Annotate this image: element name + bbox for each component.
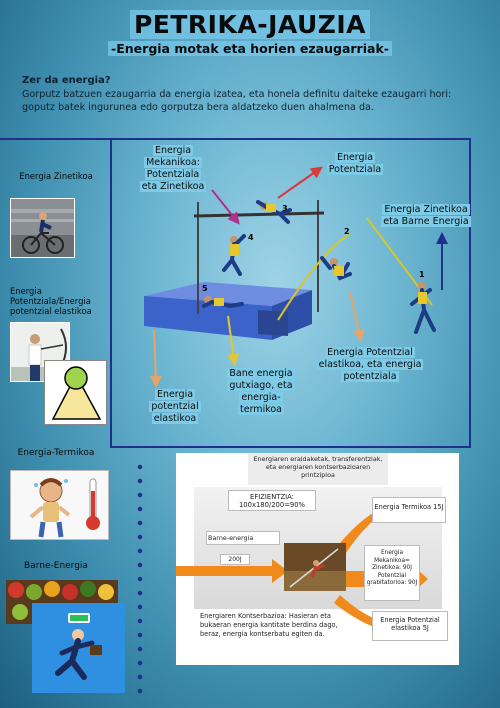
intro-heading: Zer da energia?: [22, 75, 111, 86]
arrow-elastic: [149, 329, 162, 388]
sidebar-label-thermal: Energia-Termikoa: [17, 448, 95, 458]
sidebar-label-kinetic: Energia Zinetikoa: [19, 171, 93, 181]
label-elastic: Energia potentzial elastikoa: [149, 389, 201, 424]
sweating-person-icon: [10, 470, 109, 540]
step-number: 1: [419, 270, 425, 279]
sidebar-label-internal: Barne-Energia: [24, 561, 88, 571]
internal-energy-label: Barne-energia: [208, 534, 254, 542]
label-elastic-potential: Energia Potentzial elastikoa, eta energi…: [316, 347, 424, 382]
frame-bottom-line: [110, 446, 471, 448]
arrow-less-internal: [227, 315, 240, 366]
conservation-text: Energiaren Kontserbazioa: Hasieran eta b…: [200, 612, 338, 638]
arrow-potential: [277, 166, 323, 199]
internal-energy-value: 200J: [220, 554, 250, 565]
athlete-figure: [222, 234, 246, 276]
pole-vault-scene: 1 2 3 4 5: [144, 166, 448, 388]
athlete-figure: [202, 296, 244, 309]
step-number: 3: [282, 204, 288, 213]
dotted-divider: [137, 460, 143, 700]
landing-mat: [144, 282, 312, 340]
frame-top-line: [0, 138, 470, 140]
running-businessman-icon: [32, 603, 125, 693]
step-number: 2: [344, 227, 350, 236]
frame-right-line: [469, 138, 471, 448]
arrow-mechanical: [211, 189, 240, 225]
diagram-header: Energiaren eraldaketak, transferentziak,…: [253, 455, 383, 479]
page-title: PETRIKA-JAUZIA: [0, 10, 500, 39]
athlete-figure: [320, 256, 352, 281]
cyclist-image: [10, 198, 75, 258]
label-mechanical: Energia Mekanikoa: Potentziala eta Zinet…: [139, 145, 207, 192]
intro-body: Gorputz batzuen ezaugarria da energia iz…: [22, 89, 452, 113]
elastic-energy-box: Energia Potentzial elastikoa 5J: [372, 611, 448, 641]
frame-left-line: [110, 138, 112, 448]
page-subtitle: -Energia motak eta horien ezaugarriak-: [0, 41, 500, 56]
arrow-elastic-potential: [349, 291, 365, 342]
label-kinetic-internal: Energia Zinetikoa eta Barne Energia: [381, 204, 471, 227]
energy-diagram: Energiaren eraldaketak, transferentziak,…: [176, 453, 459, 665]
step-number: 4: [248, 233, 254, 242]
athlete-figure: [410, 282, 436, 334]
step-number: 5: [202, 284, 208, 293]
mechanical-energy-box: Energia Mekanikoa= Zinetikoa: 90J Potent…: [364, 545, 420, 601]
efficiency-box: EFIZIENTZIA: 100x180/200=90%: [228, 490, 316, 511]
thermal-energy-box: Energia Termikoa 15J: [372, 497, 446, 523]
label-less-internal: Bane energia gutxiago, eta energia-termi…: [227, 368, 295, 415]
athlete-figure: [256, 200, 292, 224]
pendulum-icon: [44, 360, 107, 425]
sidebar-label-potential: Energia Potentziala/Energia potentzial e…: [10, 286, 92, 316]
vault-photo: [284, 543, 346, 591]
diagram-header-box: [248, 453, 388, 485]
label-potential: Energia Potentziala: [326, 152, 384, 175]
internal-energy-box: [206, 531, 280, 545]
